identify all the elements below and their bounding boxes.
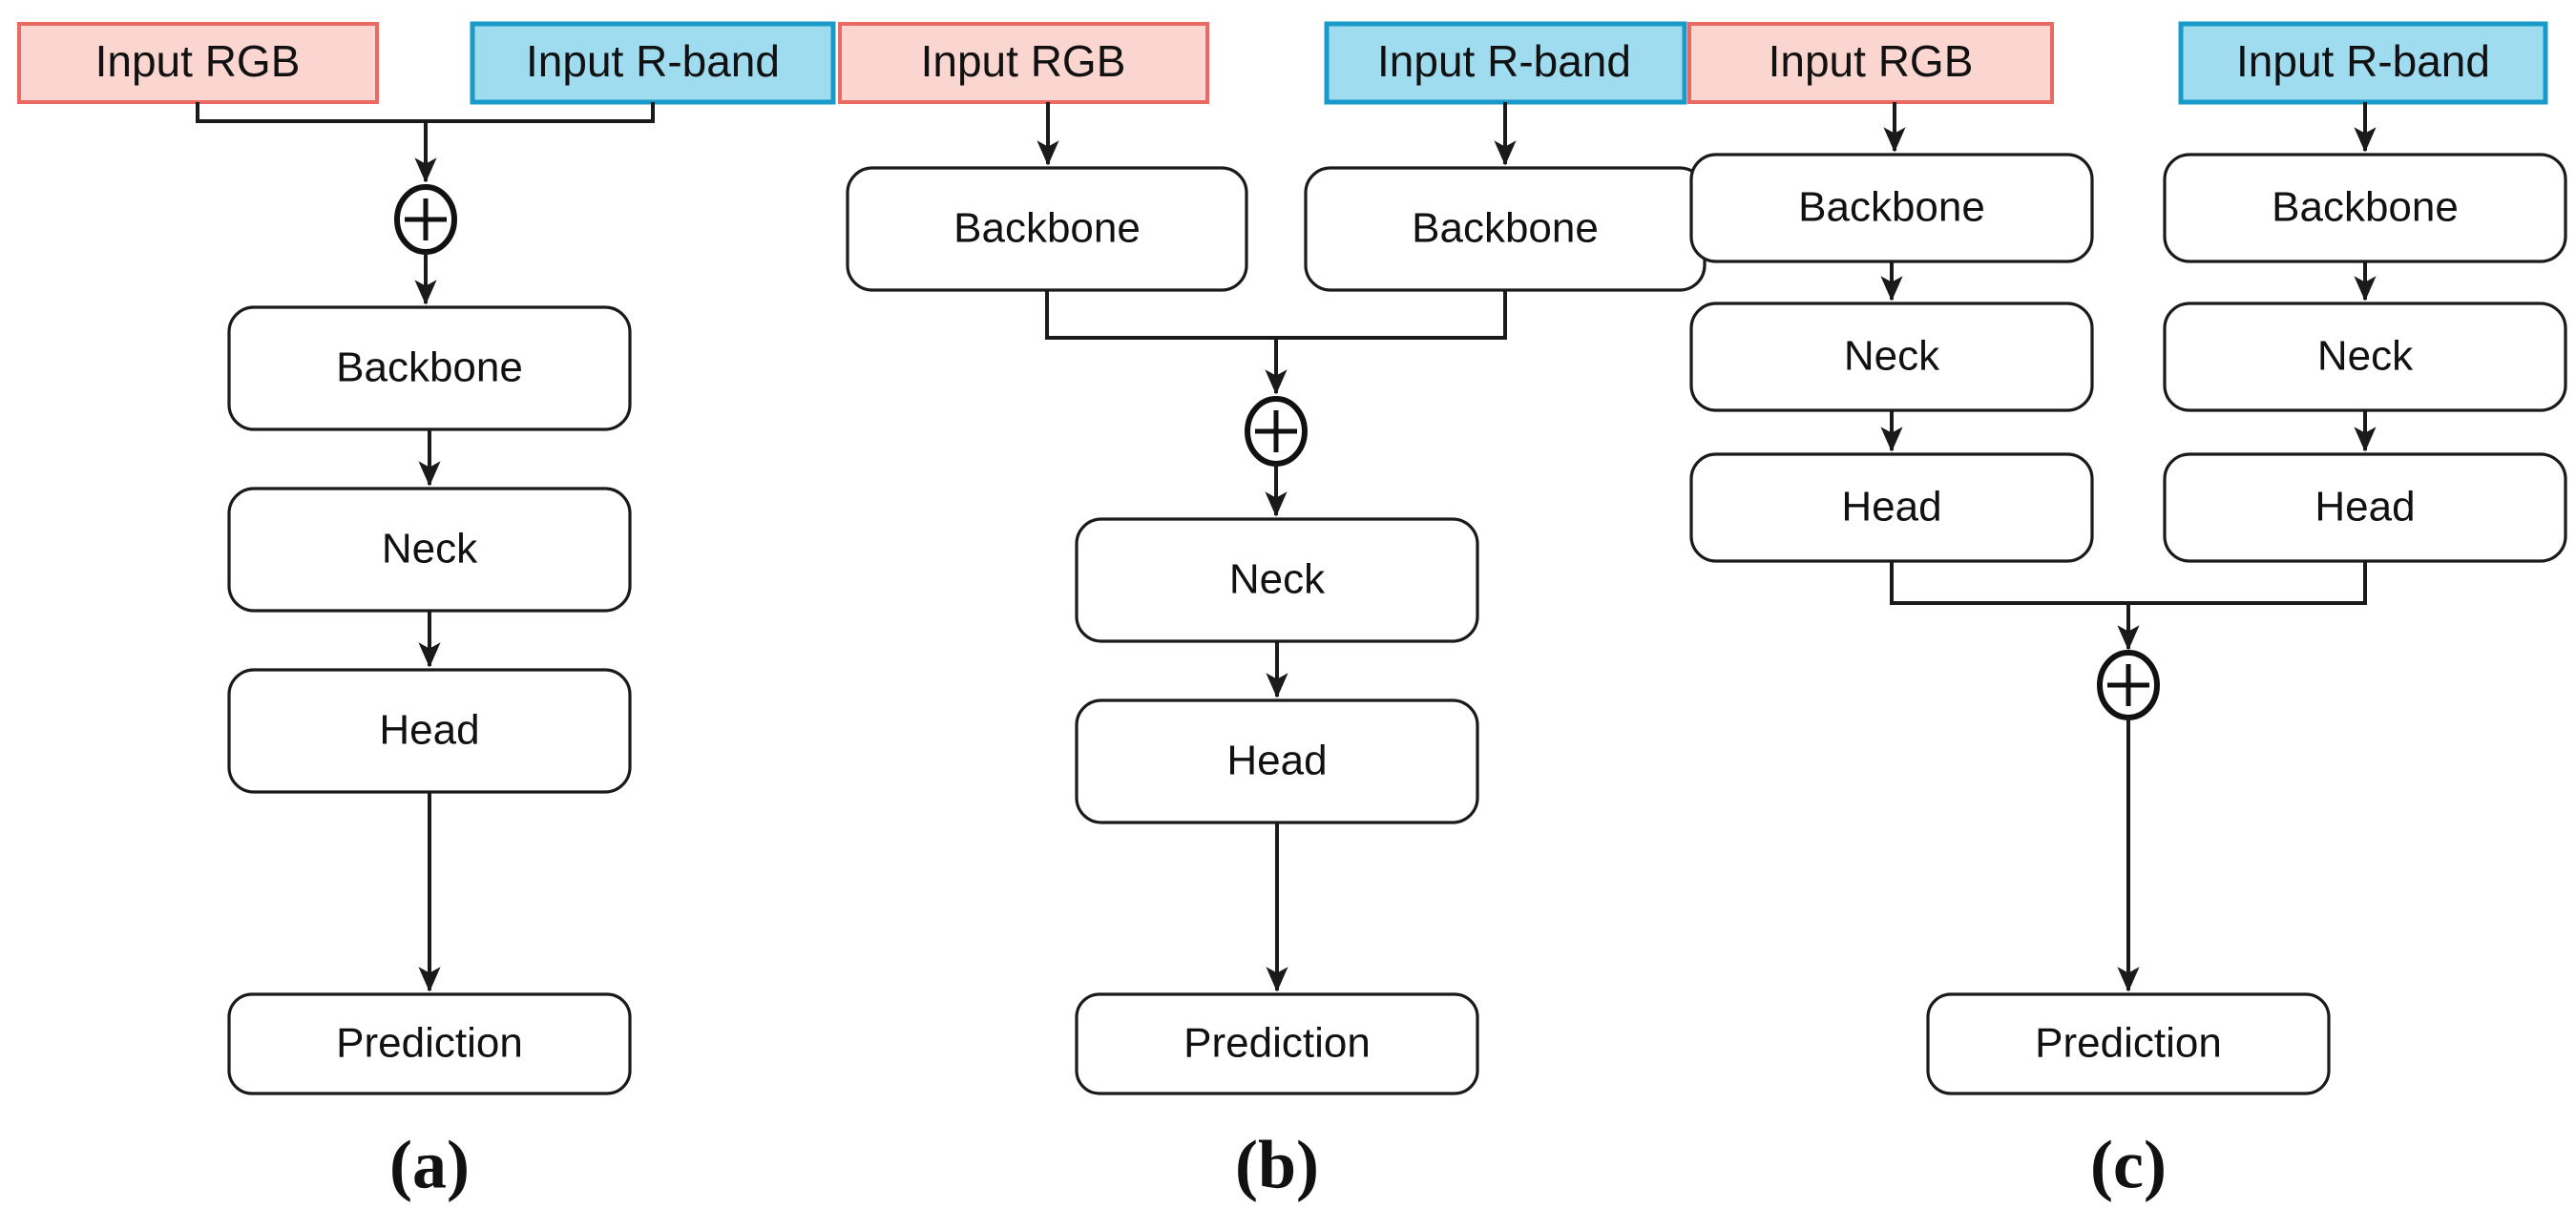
panel-c: Input RGB Input R-band Backbone Backbone: [1687, 21, 2567, 1203]
input-rgb-box-a[interactable]: Input RGB: [17, 22, 379, 104]
head-box-b[interactable]: Head: [1075, 698, 1479, 824]
prediction-box-c[interactable]: Prediction: [1926, 992, 2331, 1095]
neck-box-b[interactable]: Neck: [1075, 517, 1479, 643]
backbone-box-a[interactable]: Backbone: [227, 305, 632, 431]
prediction-rect-b: [1075, 992, 1479, 1095]
neck-box-c-rgb[interactable]: Neck: [1689, 302, 2094, 412]
backbone-label-c-rgb: Backbone: [1798, 184, 1985, 231]
input-rband-label-c: Input R-band: [2236, 36, 2490, 86]
input-rgb-box-c[interactable]: Input RGB: [1687, 22, 2054, 104]
backbone-label-b-rband: Backbone: [1412, 205, 1599, 252]
backbone-box-b-rgb[interactable]: Backbone: [846, 166, 1248, 292]
head-label-c-rgb: Head: [1841, 484, 1941, 531]
input-rgb-rect-c: [1687, 22, 2054, 104]
neck-label-a: Neck: [382, 526, 478, 573]
head-box-c-rband[interactable]: Head: [2163, 452, 2567, 563]
prediction-rect-c: [1926, 992, 2331, 1095]
neck-label-c-rgb: Neck: [1844, 333, 1940, 380]
panel-b: Input RGB Input R-band Backbone Backbone: [838, 21, 1707, 1203]
head-label-b: Head: [1226, 738, 1327, 784]
head-label-c-rband: Head: [2314, 484, 2415, 531]
input-rgb-label-b: Input RGB: [921, 36, 1126, 86]
input-rband-label-b: Input R-band: [1377, 36, 1631, 86]
merge-bracket-c: [1890, 561, 2367, 605]
neck-box-c-rband[interactable]: Neck: [2163, 302, 2567, 412]
backbone-label-c-rband: Backbone: [2272, 184, 2459, 231]
merge-bracket-b: [1045, 290, 1507, 340]
head-box-c-rgb[interactable]: Head: [1689, 452, 2094, 563]
input-rband-box-a[interactable]: Input R-band: [470, 21, 836, 105]
head-label-a: Head: [379, 707, 479, 754]
input-rgb-label-a: Input RGB: [95, 36, 301, 86]
input-rband-rect-c: [2178, 21, 2548, 105]
prediction-box-b[interactable]: Prediction: [1075, 992, 1479, 1095]
merge-node-c: [2097, 650, 2160, 720]
head-box-a[interactable]: Head: [227, 668, 632, 794]
panel-caption-a: (a): [389, 1127, 470, 1203]
prediction-box-a[interactable]: Prediction: [227, 992, 632, 1095]
prediction-label-a: Prediction: [336, 1020, 523, 1067]
backbone-box-c-rband[interactable]: Backbone: [2163, 153, 2567, 263]
backbone-box-b-rband[interactable]: Backbone: [1304, 166, 1707, 292]
neck-box-a[interactable]: Neck: [227, 487, 632, 613]
prediction-label-b: Prediction: [1183, 1020, 1371, 1067]
backbone-label-a: Backbone: [336, 344, 523, 391]
panel-a: Input RGB Input R-band Backbone: [17, 21, 836, 1203]
neck-label-c-rband: Neck: [2317, 333, 2414, 380]
prediction-rect-a: [227, 992, 632, 1095]
input-rgb-rect-b: [838, 22, 1209, 104]
input-rband-box-b[interactable]: Input R-band: [1324, 21, 1687, 105]
input-rband-rect-b: [1324, 21, 1687, 105]
merge-node-a: [394, 184, 457, 255]
merge-bracket-a: [196, 102, 655, 123]
input-rband-label-a: Input R-band: [526, 36, 780, 86]
prediction-label-c: Prediction: [2035, 1020, 2222, 1067]
backbone-box-c-rgb[interactable]: Backbone: [1689, 153, 2094, 263]
merge-node-b: [1245, 396, 1308, 467]
backbone-label-b-rgb: Backbone: [953, 205, 1141, 252]
neck-label-b: Neck: [1229, 556, 1326, 603]
input-rband-box-c[interactable]: Input R-band: [2178, 21, 2548, 105]
panel-caption-c: (c): [2090, 1127, 2167, 1203]
input-rgb-rect-a: [17, 22, 379, 104]
input-rgb-box-b[interactable]: Input RGB: [838, 22, 1209, 104]
panel-caption-b: (b): [1235, 1127, 1319, 1203]
input-rgb-label-c: Input RGB: [1769, 36, 1974, 86]
